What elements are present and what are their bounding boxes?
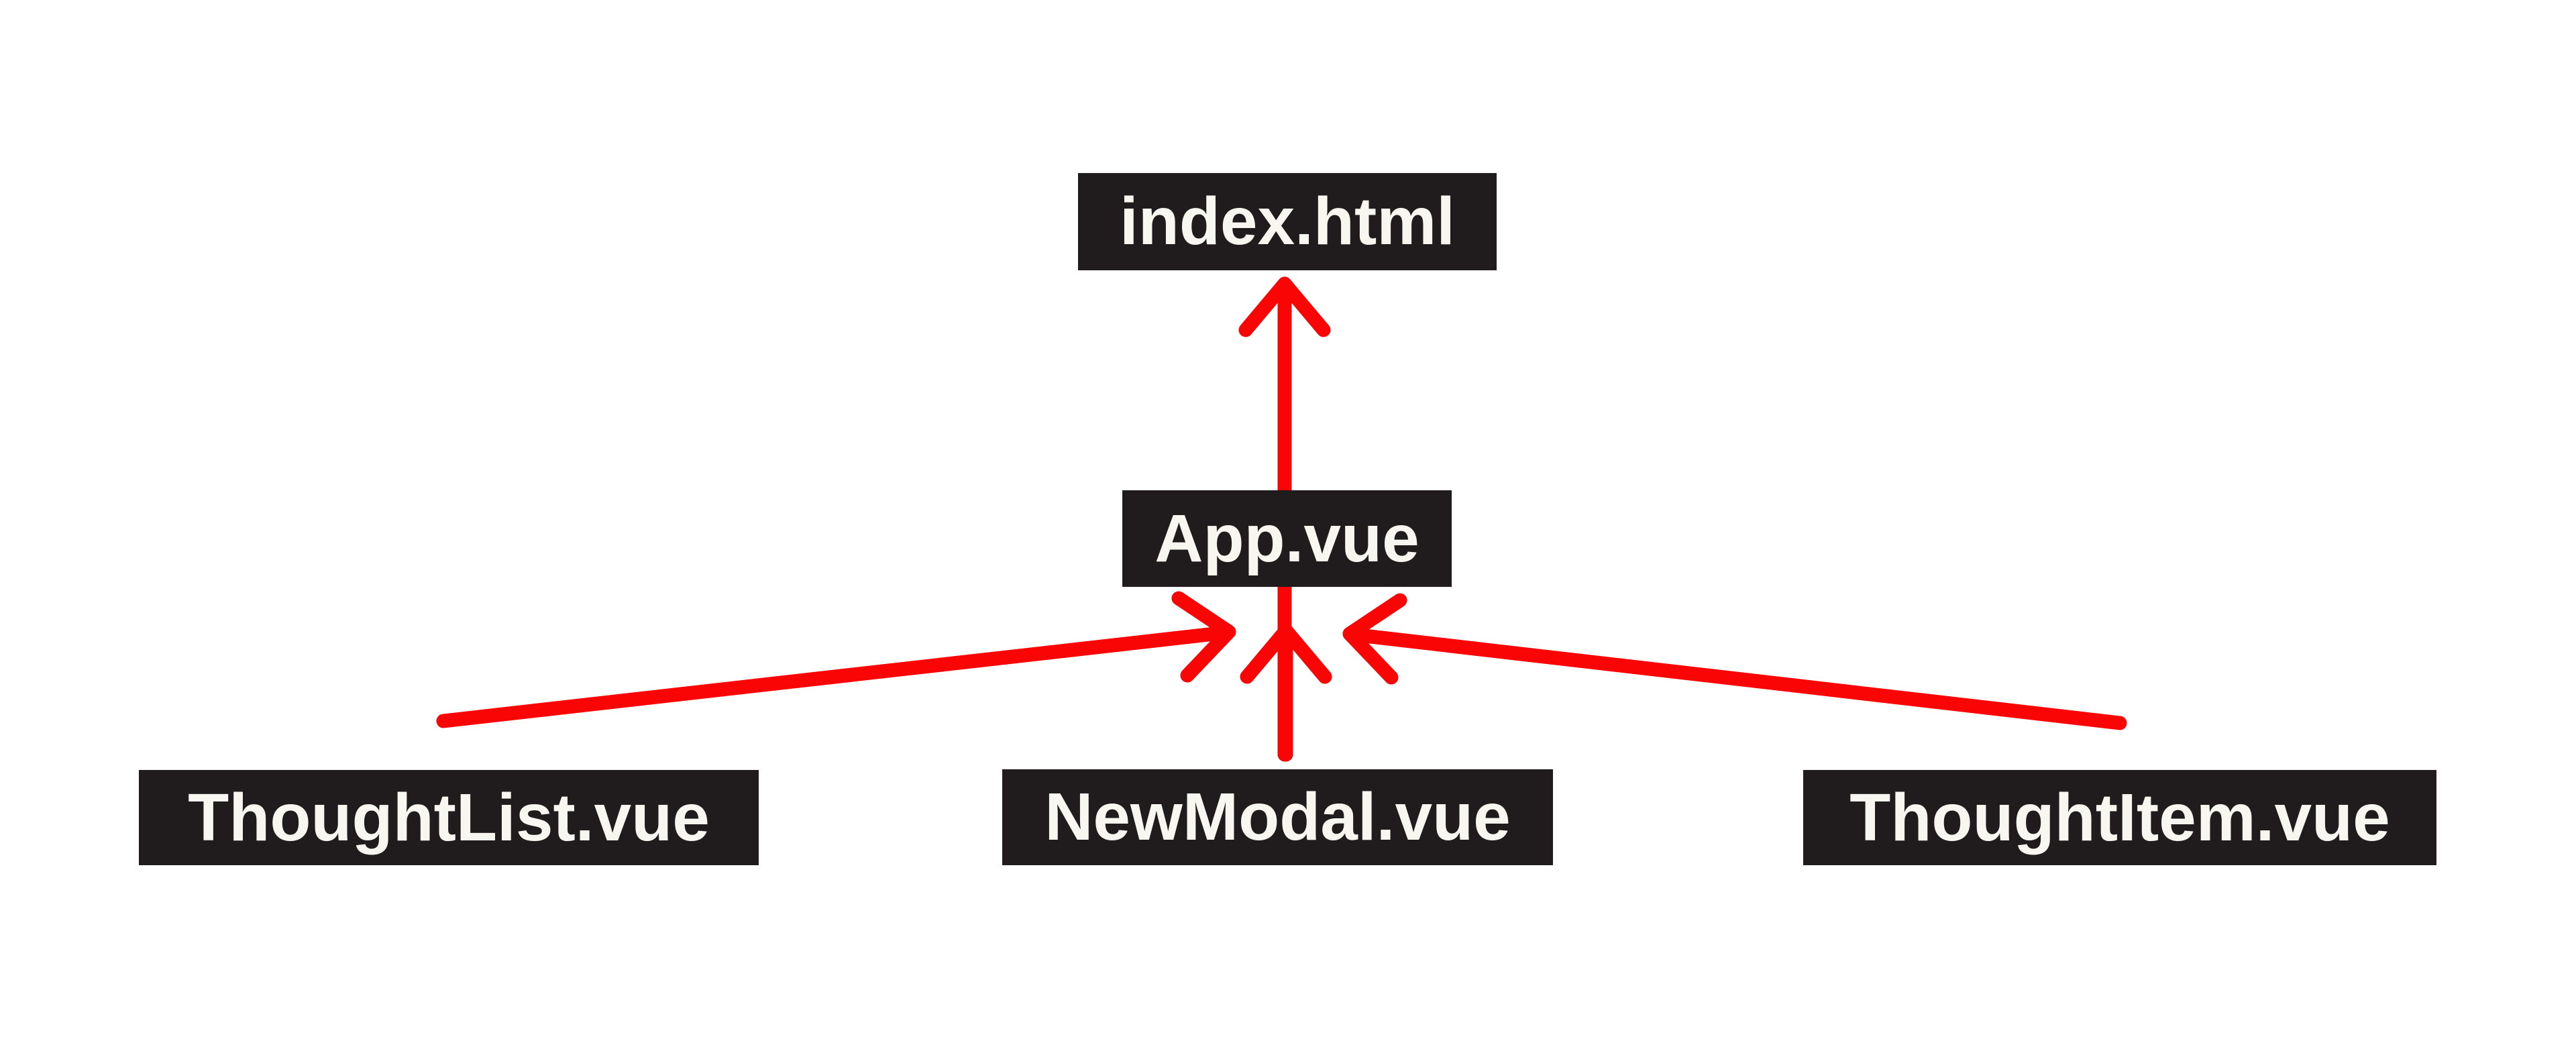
node-newmodal-vue-label: NewModal.vue: [1044, 779, 1511, 854]
node-thoughtitem-vue-label: ThoughtItem.vue: [1849, 779, 2390, 855]
node-thoughtitem-vue: ThoughtItem.vue: [1803, 770, 2436, 865]
node-index-html-label: index.html: [1119, 184, 1456, 259]
node-newmodal-vue: NewModal.vue: [1002, 769, 1553, 865]
arrow-thoughtlist-to-app: [436, 591, 1236, 728]
node-app-vue-label: App.vue: [1155, 500, 1419, 576]
node-thoughtlist-vue-label: ThoughtList.vue: [188, 779, 710, 855]
node-app-vue: App.vue: [1122, 490, 1452, 587]
arrow-thoughtitem-to-app: [1342, 593, 2127, 730]
arrow-newmodal-to-app: [1240, 623, 1332, 762]
node-thoughtlist-vue: ThoughtList.vue: [139, 770, 759, 865]
node-index-html: index.html: [1078, 173, 1497, 270]
